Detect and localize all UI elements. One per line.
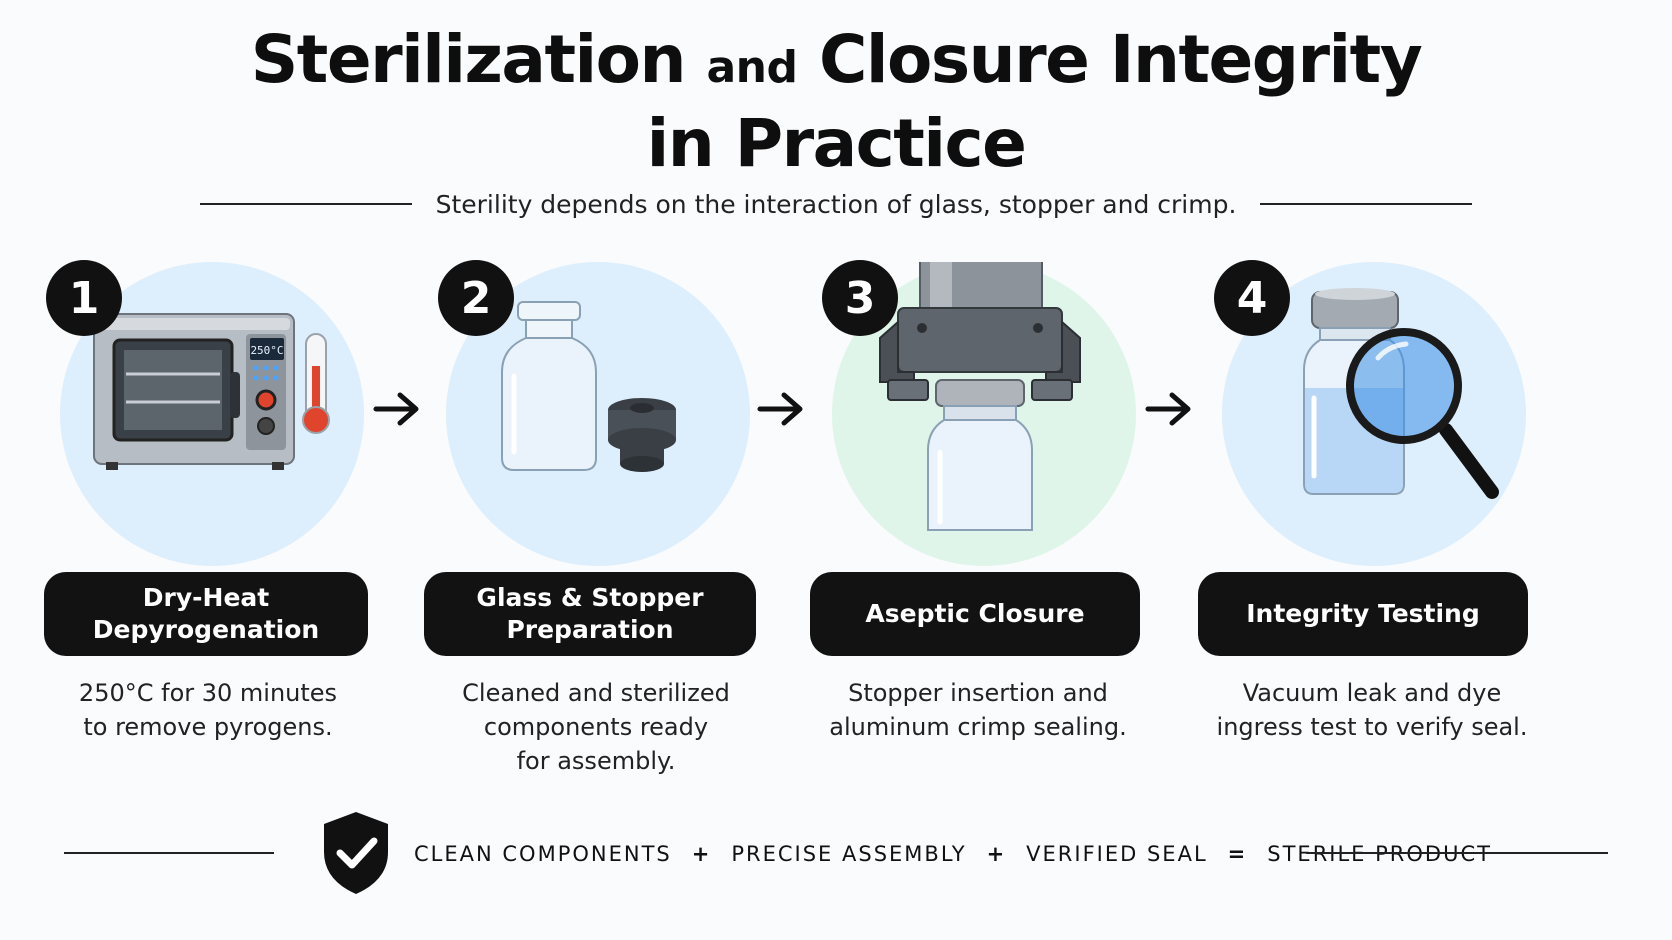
- step-4-title-pill: Integrity Testing: [1198, 572, 1528, 656]
- footer-term-1: CLEAN COMPONENTS: [414, 842, 672, 866]
- footer-formula-row: CLEAN COMPONENTS + PRECISE ASSEMBLY + VE…: [64, 808, 1608, 898]
- step-1-title-line1: Dry-Heat: [142, 583, 270, 612]
- footer-op-1: +: [691, 842, 712, 866]
- page-title: Sterilization and Closure Integrity in P…: [0, 22, 1672, 182]
- step-1-title-line2: Depyrogenation: [92, 615, 320, 644]
- step-4-number-badge: 4: [1214, 260, 1290, 336]
- step-2-title-line1: Glass & Stopper: [476, 583, 704, 612]
- step-1: 250°C 1 Dry-Heat Depyrogenation 250°C fo…: [44, 260, 446, 782]
- oven-display-text: 250°C: [250, 344, 283, 357]
- vial-and-stopper-icon: [501, 301, 676, 472]
- magnifier-on-vial-icon: [1303, 288, 1499, 499]
- footer-term-2: PRECISE ASSEMBLY: [731, 842, 967, 866]
- step-2-desc-line3: for assembly.: [516, 747, 676, 775]
- step-3-title-pill: Aseptic Closure: [810, 572, 1140, 656]
- subtitle-rule-left: [200, 203, 412, 205]
- subtitle: Sterility depends on the interaction of …: [435, 189, 1237, 219]
- footer-rule-right: [1306, 852, 1608, 854]
- title-part-1: Sterilization: [250, 21, 687, 98]
- step-3-desc-line1: Stopper insertion and: [848, 679, 1108, 707]
- step-4-title-line1: Integrity Testing: [1246, 599, 1480, 628]
- step-4-description: Vacuum leak and dye ingress test to veri…: [1172, 676, 1572, 744]
- title-line-2: in Practice: [646, 105, 1027, 182]
- arrow-right-icon: [757, 392, 803, 426]
- subtitle-row: Sterility depends on the interaction of …: [200, 184, 1473, 224]
- arrow-right-icon: [1145, 392, 1191, 426]
- step-1-title-pill: Dry-Heat Depyrogenation: [44, 572, 368, 656]
- step-3-desc-line2: aluminum crimp sealing.: [829, 713, 1127, 741]
- title-part-3: Closure Integrity: [818, 21, 1423, 98]
- title-part-2: and: [706, 42, 798, 93]
- step-1-description: 250°C for 30 minutes to remove pyrogens.: [8, 676, 408, 744]
- step-2-title-pill: Glass & Stopper Preparation: [424, 572, 756, 656]
- footer-term-3: VERIFIED SEAL: [1026, 842, 1208, 866]
- arrow-right-icon: [373, 392, 419, 426]
- footer-op-2: +: [986, 842, 1007, 866]
- step-2-description: Cleaned and sterilized components ready …: [396, 676, 796, 778]
- step-4-desc-line1: Vacuum leak and dye: [1242, 679, 1502, 707]
- step-2-desc-line2: components ready: [483, 713, 709, 741]
- step-1-desc-line1: 250°C for 30 minutes: [78, 679, 338, 707]
- shield-check-icon: [324, 812, 388, 894]
- step-2-number-badge: 2: [438, 260, 514, 336]
- step-4-desc-line2: ingress test to verify seal.: [1216, 713, 1528, 741]
- step-3-number-badge: 3: [822, 260, 898, 336]
- step-3-description: Stopper insertion and aluminum crimp sea…: [778, 676, 1178, 744]
- step-2-desc-line1: Cleaned and sterilized: [462, 679, 730, 707]
- step-2: 2 Glass & Stopper Preparation Cleaned an…: [424, 260, 832, 782]
- footer-rule-left: [64, 852, 274, 854]
- step-4: 4 Integrity Testing Vacuum leak and dye …: [1198, 260, 1608, 782]
- subtitle-rule-right: [1260, 203, 1473, 205]
- step-1-number-badge: 1: [46, 260, 122, 336]
- footer-op-3: =: [1227, 842, 1248, 866]
- step-2-title-line2: Preparation: [506, 615, 674, 644]
- step-3: 3 Aseptic Closure Stopper insertion and …: [810, 260, 1218, 782]
- footer-result: STERILE PRODUCT: [1267, 842, 1492, 866]
- footer-formula: CLEAN COMPONENTS + PRECISE ASSEMBLY + VE…: [414, 836, 1492, 872]
- step-1-desc-line2: to remove pyrogens.: [83, 713, 333, 741]
- crimping-tool-icon: [879, 262, 1081, 531]
- step-3-title-line1: Aseptic Closure: [865, 599, 1085, 628]
- oven-icon: 250°C: [93, 313, 330, 470]
